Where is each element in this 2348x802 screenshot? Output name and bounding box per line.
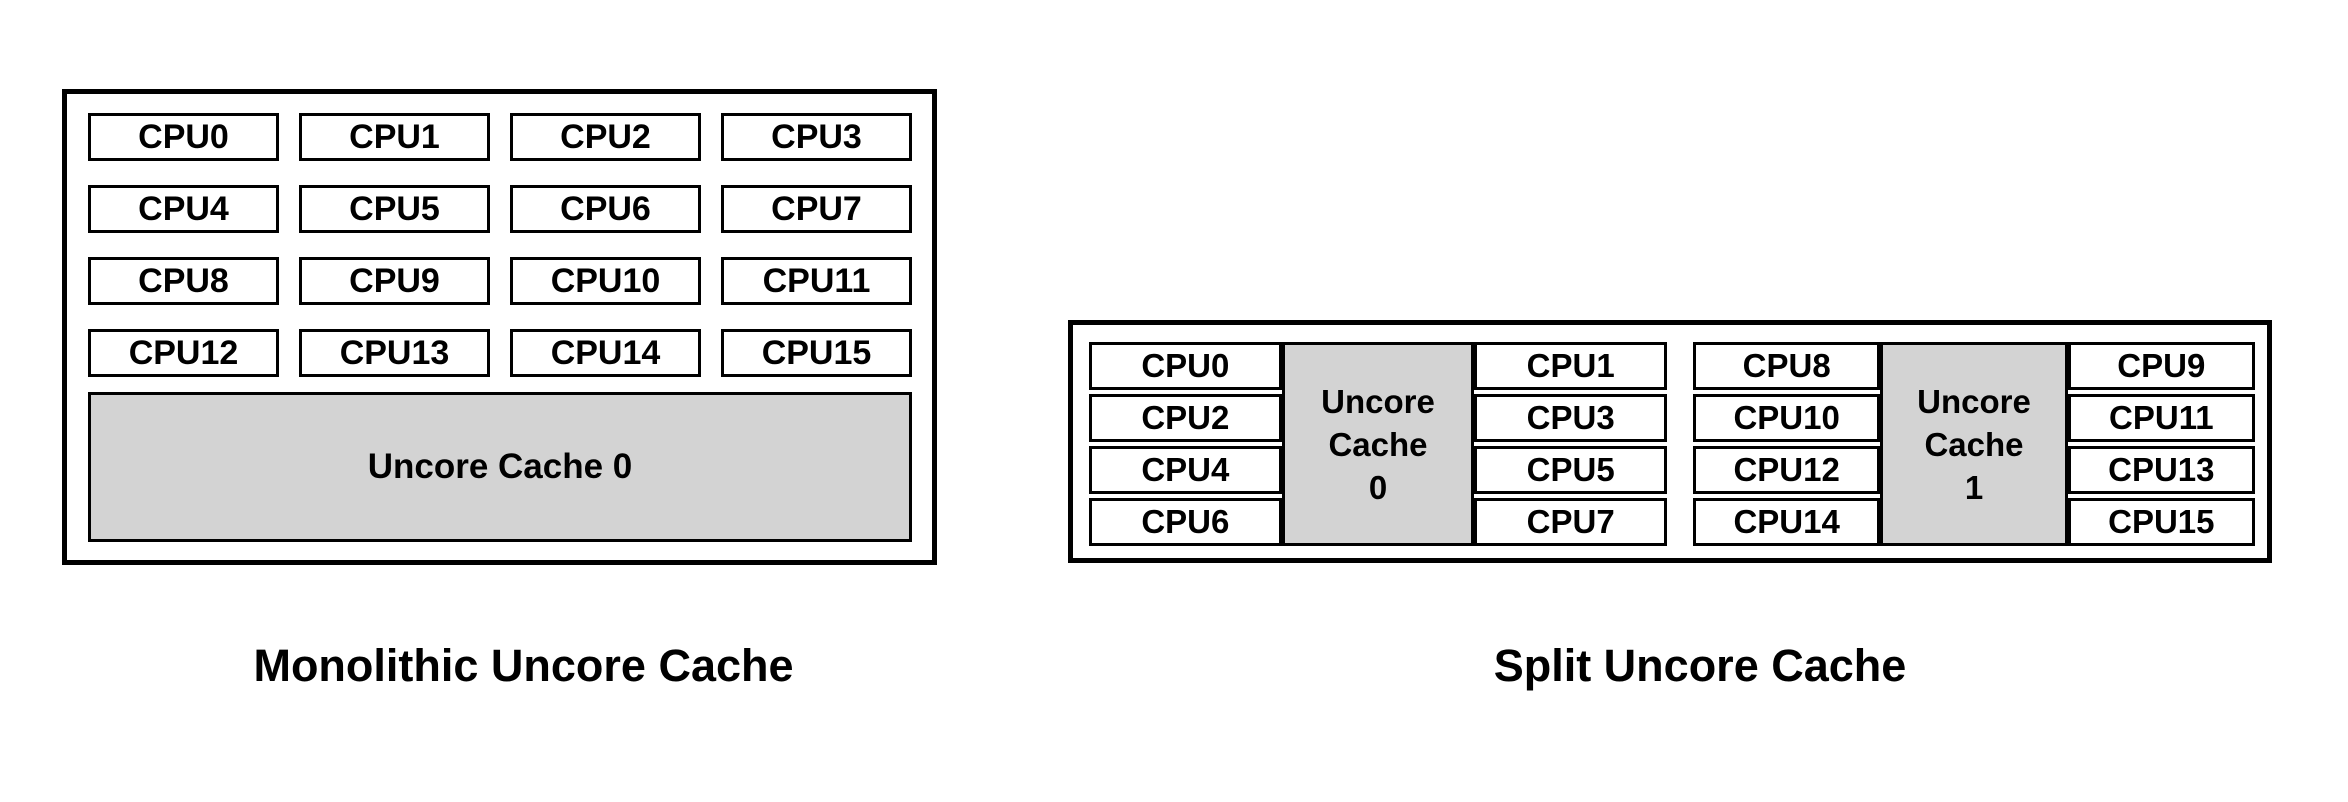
cache-label-line: Uncore [1917, 382, 2031, 420]
cache-label-line: Cache [1328, 425, 1428, 463]
monolithic-cpu-grid: CPU0 CPU1 CPU2 CPU3 CPU4 CPU5 CPU6 CPU7 … [88, 113, 912, 377]
uncore-cache-1-box: Uncore Cache 1 [1880, 342, 2068, 546]
cpu-box: CPU1 [299, 113, 490, 161]
cpu-box: CPU7 [1474, 498, 1667, 546]
cpu-box: CPU12 [88, 329, 279, 377]
cache-label-line: Cache [1924, 425, 2024, 463]
cpu-box: CPU13 [299, 329, 490, 377]
uncore-cache-0-box: Uncore Cache 0 [88, 392, 912, 542]
cpu-stack: CPU8 CPU10 CPU12 CPU14 [1693, 342, 1881, 546]
cpu-box: CPU6 [510, 185, 701, 233]
monolithic-caption: Monolithic Uncore Cache [253, 640, 794, 691]
cpu-box: CPU11 [2067, 394, 2255, 442]
cpu-box: CPU6 [1089, 498, 1282, 546]
cpu-box: CPU8 [88, 257, 279, 305]
cpu-box: CPU8 [1693, 342, 1881, 390]
cpu-box: CPU10 [510, 257, 701, 305]
cpu-box: CPU13 [2067, 446, 2255, 494]
cpu-box: CPU10 [1693, 394, 1881, 442]
split-caption: Split Uncore Cache [1493, 640, 1907, 691]
cache-label-line: Uncore [1321, 382, 1435, 420]
cpu-box: CPU5 [299, 185, 490, 233]
uncore-cache-0-box: Uncore Cache 0 [1281, 342, 1475, 546]
cpu-box: CPU5 [1474, 446, 1667, 494]
cpu-box: CPU3 [1474, 394, 1667, 442]
cpu-stack: CPU0 CPU2 CPU4 CPU6 [1089, 342, 1282, 546]
cpu-box: CPU14 [1693, 498, 1881, 546]
cpu-box: CPU11 [721, 257, 912, 305]
cache-label-line: 0 [1368, 468, 1388, 506]
cpu-stack: CPU9 CPU11 CPU13 CPU15 [2067, 342, 2255, 546]
cpu-box: CPU15 [721, 329, 912, 377]
cpu-box: CPU7 [721, 185, 912, 233]
cpu-box: CPU9 [2067, 342, 2255, 390]
cpu-box: CPU0 [1089, 342, 1282, 390]
cpu-box: CPU15 [2067, 498, 2255, 546]
cpu-box: CPU2 [510, 113, 701, 161]
cpu-box: CPU14 [510, 329, 701, 377]
cpu-box: CPU0 [88, 113, 279, 161]
cpu-stack: CPU1 CPU3 CPU5 CPU7 [1474, 342, 1667, 546]
split-cluster-0: CPU0 CPU2 CPU4 CPU6 Uncore Cache 0 CPU1 … [1089, 342, 1667, 546]
cpu-box: CPU9 [299, 257, 490, 305]
cpu-box: CPU3 [721, 113, 912, 161]
split-diagram: CPU0 CPU2 CPU4 CPU6 Uncore Cache 0 CPU1 … [1068, 320, 2272, 563]
monolithic-diagram: CPU0 CPU1 CPU2 CPU3 CPU4 CPU5 CPU6 CPU7 … [62, 89, 937, 565]
cpu-box: CPU1 [1474, 342, 1667, 390]
cpu-box: CPU4 [1089, 446, 1282, 494]
cpu-box: CPU12 [1693, 446, 1881, 494]
cache-label-line: 1 [1964, 468, 1984, 506]
cpu-box: CPU2 [1089, 394, 1282, 442]
cpu-box: CPU4 [88, 185, 279, 233]
split-cluster-1: CPU8 CPU10 CPU12 CPU14 Uncore Cache 1 CP… [1693, 342, 2255, 546]
